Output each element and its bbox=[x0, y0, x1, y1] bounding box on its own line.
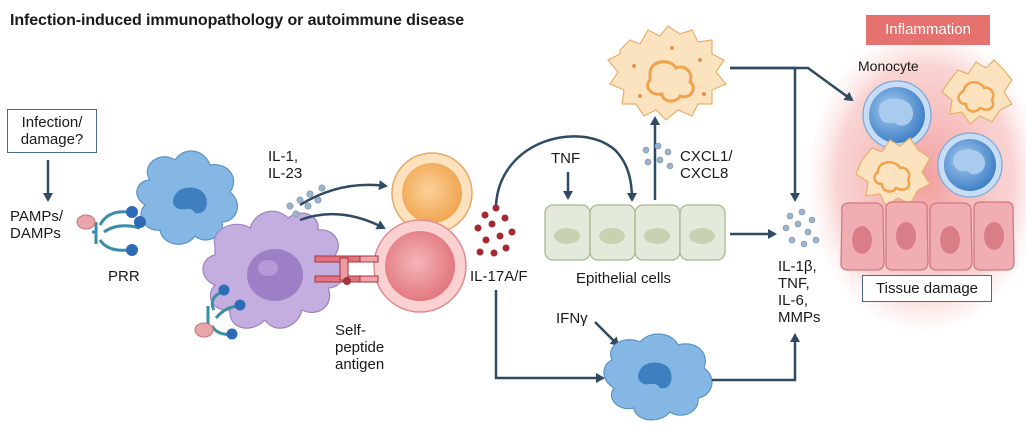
tissue-cells-icon bbox=[840, 201, 1015, 271]
il17-dots bbox=[474, 204, 516, 257]
il1b-label-4: MMPs bbox=[778, 309, 821, 326]
inflammation-badge: Inflammation bbox=[866, 15, 990, 45]
pamp-molecule-icon bbox=[76, 214, 96, 230]
t-cell-icon-pink bbox=[373, 219, 467, 313]
monocyte-icon-2 bbox=[937, 132, 1003, 198]
monocyte-icon bbox=[862, 80, 932, 150]
prr-label: PRR bbox=[108, 268, 140, 285]
infection-box: Infection/ damage? bbox=[7, 109, 97, 153]
arrow-il17-to-macrophage bbox=[494, 290, 605, 383]
il17-label: IL-17A/F bbox=[470, 268, 528, 285]
cxcl-label-1: CXCL1/ bbox=[680, 148, 733, 165]
prr-receptor-icon bbox=[92, 210, 141, 252]
infection-label-2: damage? bbox=[20, 131, 84, 148]
arrow-dc-to-orange-tcell bbox=[299, 180, 388, 207]
arrow-macrophage-to-cytokines bbox=[712, 333, 800, 382]
self-label-2: peptide bbox=[335, 339, 385, 356]
self-peptide-label: Self- peptide antigen bbox=[335, 322, 384, 373]
figure-title: Infection-induced immunopathology or aut… bbox=[10, 12, 465, 29]
ifng-label: IFNγ bbox=[556, 310, 588, 327]
pamps-label-1: PAMPs/ bbox=[10, 208, 64, 225]
cxcl-label: CXCL1/ CXCL8 bbox=[680, 148, 733, 182]
tnf-label: TNF bbox=[551, 150, 581, 167]
arrow-to-il1b bbox=[730, 66, 800, 202]
infection-label-1: Infection/ bbox=[21, 114, 83, 131]
macrophage-icon bbox=[136, 150, 239, 245]
il1-label: IL-1, IL-23 bbox=[268, 148, 302, 182]
il1-label-1: IL-1, bbox=[268, 148, 299, 165]
pamps-label-2: DAMPs bbox=[10, 225, 61, 242]
epithelial-cells-icon bbox=[544, 204, 726, 261]
self-label-1: Self- bbox=[335, 322, 366, 339]
dendritic-cell-icon bbox=[202, 210, 344, 329]
il1b-label-2: TNF, bbox=[778, 275, 810, 292]
tcr-mhc-icon bbox=[314, 255, 379, 285]
il1-label-2: IL-23 bbox=[268, 165, 303, 182]
cytokine-dots-il1 bbox=[286, 184, 326, 218]
il1b-label: IL-1β, TNF, IL-6, MMPs bbox=[778, 258, 821, 326]
pamps-label: PAMPs/ DAMPs bbox=[10, 208, 63, 242]
tissue-damage-box: Tissue damage bbox=[862, 275, 992, 302]
monocyte-label: Monocyte bbox=[858, 58, 919, 74]
neutrophil-icon-3 bbox=[855, 137, 931, 207]
il1b-label-3: IL-6, bbox=[778, 292, 809, 309]
cxcl-dots bbox=[642, 142, 674, 170]
pamp-molecule-lower bbox=[194, 322, 214, 338]
neutrophil-icon bbox=[607, 25, 727, 121]
il1b-dots bbox=[782, 208, 820, 248]
neutrophil-icon-2 bbox=[941, 59, 1013, 125]
cxcl-label-2: CXCL8 bbox=[680, 165, 729, 182]
arrow-dc-to-pink-tcell bbox=[299, 212, 386, 230]
t-cell-icon bbox=[391, 152, 473, 234]
epithelial-label: Epithelial cells bbox=[576, 270, 672, 287]
arrow-il17-to-epithelium bbox=[494, 135, 637, 206]
arrow-ifng bbox=[594, 321, 620, 347]
il1b-label-1: IL-1β, bbox=[778, 258, 817, 275]
macrophage-icon-bottom bbox=[603, 333, 713, 421]
self-label-3: antigen bbox=[335, 356, 385, 373]
